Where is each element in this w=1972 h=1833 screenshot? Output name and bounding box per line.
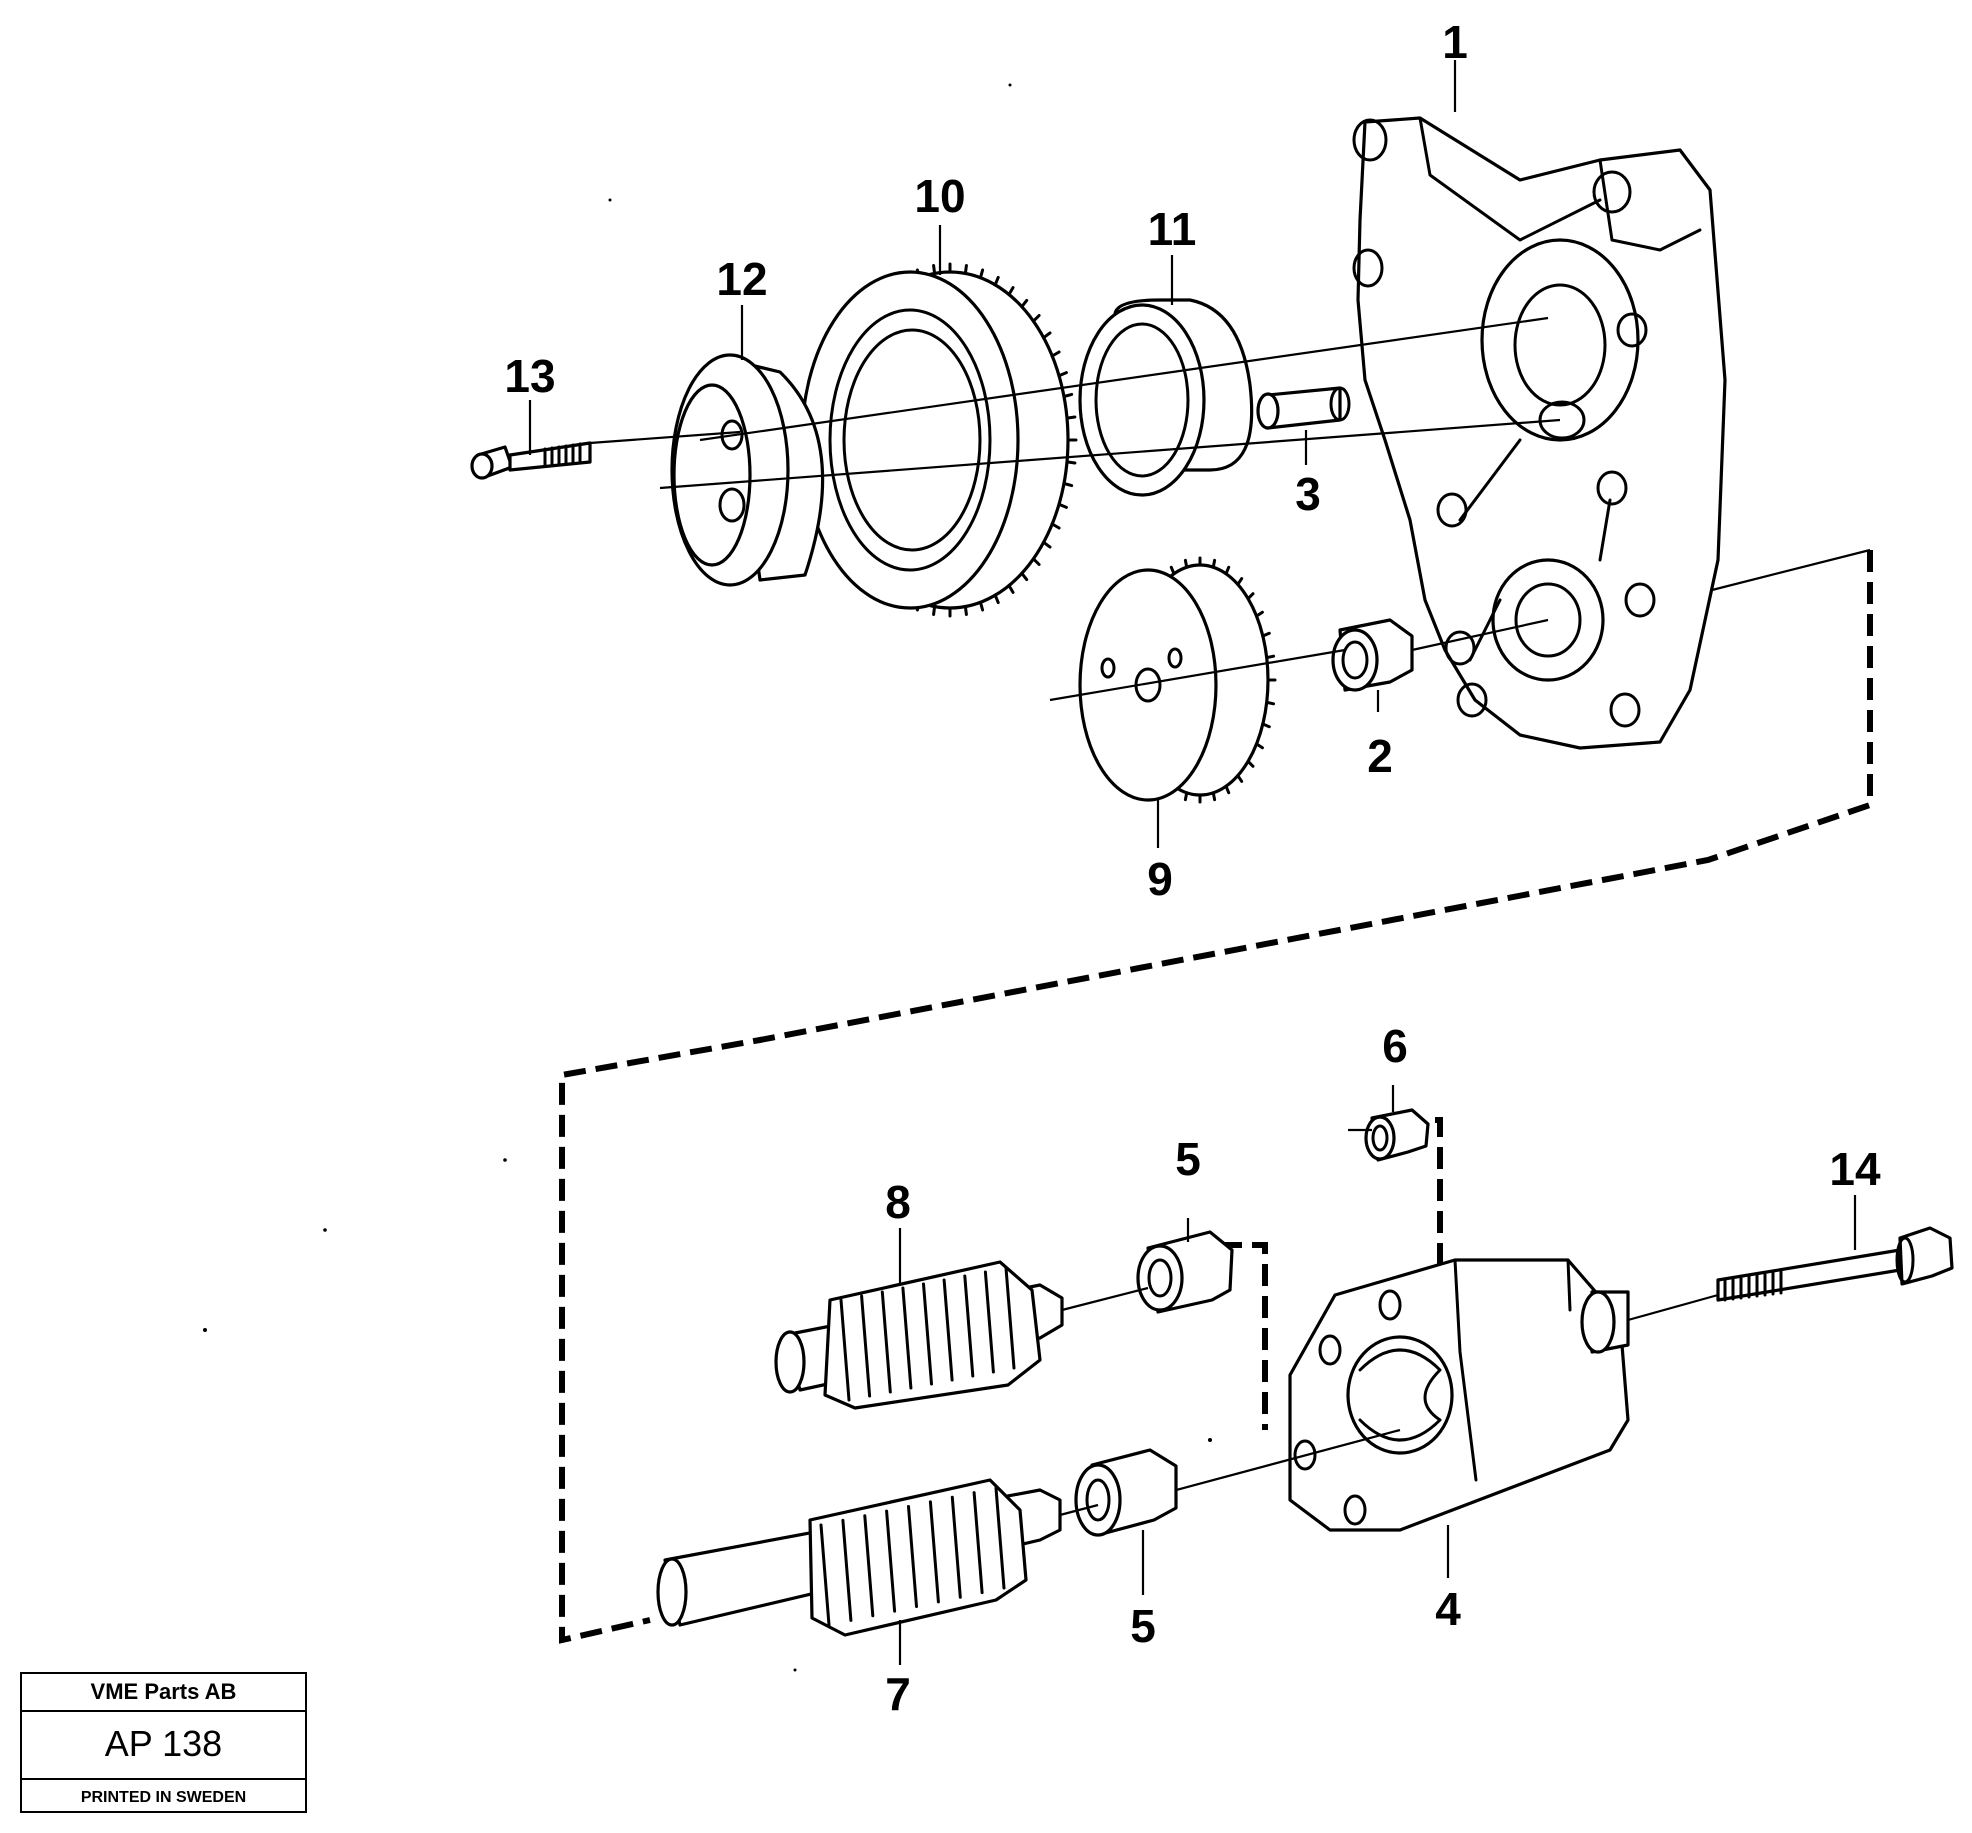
title-block-code: AP 138 [104,1723,223,1764]
callout-9: 9 [1147,853,1173,905]
callout-4: 4 [1435,1583,1461,1635]
part-10-large-gear [800,262,1078,618]
gear-8-ridges [839,1266,1016,1402]
part-3-pin [1256,386,1351,430]
part-2-bushing [1331,618,1414,692]
part-9-small-gear [1078,556,1277,804]
title-block-company: VME Parts AB [22,1674,305,1712]
callout-11: 11 [1148,203,1197,255]
assembly-axis-lines [589,316,1719,1517]
part-7-shaft-gear [656,1478,1062,1637]
callout-3: 3 [1295,468,1321,520]
callout-8: 8 [885,1176,911,1228]
callout-5-upper: 5 [1175,1133,1201,1185]
gear-7-ridges [819,1486,1006,1627]
callout-14: 14 [1829,1143,1881,1195]
part-6-bushing [1364,1108,1430,1162]
callout-1: 1 [1442,16,1468,68]
callout-7: 7 [885,1668,911,1720]
part-8-shaft-gear [774,1260,1064,1410]
dashed-frame-gear8 [1220,1242,1268,1430]
title-block-printed: PRINTED IN SWEDEN [22,1778,305,1815]
callout-12: 12 [716,253,767,305]
scan-specks [203,83,1212,1672]
part-12-hub [670,353,825,587]
title-block: VME Parts AB AP 138 PRINTED IN SWEDEN [20,1672,307,1813]
part-1-pump-cover [1352,116,1727,750]
callout-5-lower: 5 [1130,1600,1156,1652]
callout-13: 13 [504,350,555,402]
part-13-bolt [470,441,592,480]
part-14-long-bolt [1716,1226,1954,1302]
dashed-frame-upper [559,550,1873,1644]
callout-6: 6 [1382,1020,1408,1072]
part-4-pump-body [1288,1258,1630,1532]
part-11-bearing-ring [1078,298,1254,497]
callout-2: 2 [1367,730,1393,782]
part-5-bushing-lower [1074,1448,1178,1537]
callout-10: 10 [914,170,965,222]
frame-link-line [1711,548,1871,592]
part-5-bushing-upper [1136,1230,1234,1314]
callout-leaders [528,60,1857,1665]
